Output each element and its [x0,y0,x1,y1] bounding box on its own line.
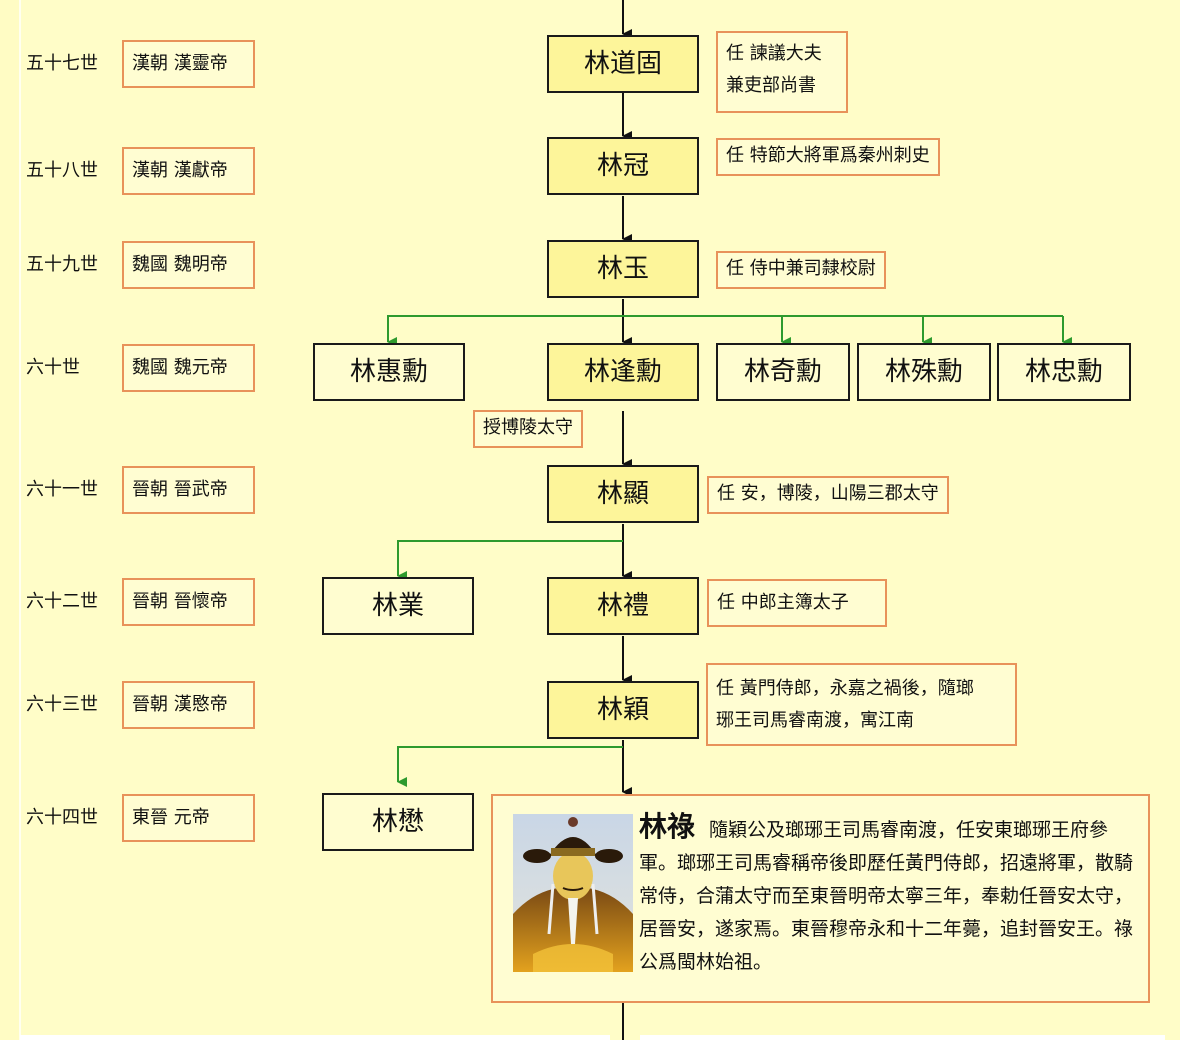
era-label: 晉朝 漢愍帝 [132,694,228,715]
bio-name: 林祿 [639,810,696,843]
generation-label: 六十四世 [26,807,98,828]
person-node-sibling: 林懋 [322,793,474,851]
person-node-sibling: 林忠勳 [997,343,1131,401]
generation-label: 五十九世 [26,254,98,275]
era-label: 魏國 魏明帝 [132,254,228,275]
office-note: 任 黃門侍郎，永嘉之禍後，隨瑯 琊王司馬睿南渡，寓江南 [706,663,1017,746]
generation-label: 六十三世 [26,694,98,715]
bottom-panel-right [640,1035,1165,1040]
bio-card: 林祿隨穎公及瑯琊王司馬睿南渡，任安東瑯琊王府參軍。瑯琊王司馬睿稱帝後即歷任黃門侍… [491,794,1150,1003]
office-note-line: 任 特節大將軍爲秦州刺史 [726,145,930,166]
person-node-main: 林冠 [547,137,699,195]
era-label: 漢朝 漢獻帝 [132,160,228,181]
branch-line-gen64 [397,746,623,787]
office-note: 任 中郎主簿太子 [707,579,887,627]
generation-label: 六十一世 [26,479,98,500]
office-note-line: 任 侍中兼司隸校尉 [726,258,876,279]
office-note-line: 任 中郎主簿太子 [717,592,849,613]
branch-line-gen62 [397,540,623,581]
person-node-sibling: 林惠勳 [313,343,465,401]
office-note-line: 任 諫議大夫 [726,43,822,64]
era-box: 魏國 魏元帝 [122,344,255,392]
era-box: 晉朝 漢愍帝 [122,681,255,729]
office-note-line: 兼吏部尚書 [726,75,816,96]
office-note: 任 侍中兼司隸校尉 [716,251,886,289]
person-node-main: 林道固 [547,35,699,93]
era-box: 晉朝 晉懷帝 [122,578,255,626]
person-node-sibling: 林殊勳 [857,343,991,401]
bio-text-block: 林祿隨穎公及瑯琊王司馬睿南渡，任安東瑯琊王府參軍。瑯琊王司馬睿稱帝後即歷任黃門侍… [639,810,1144,979]
ancestor-portrait-icon [513,814,633,972]
person-node-main: 林禮 [547,577,699,635]
era-label: 魏國 魏元帝 [132,357,228,378]
generation-label: 六十世 [26,357,80,378]
generation-label: 五十七世 [26,53,98,74]
branch-line-gen60 [387,315,1063,342]
person-node-main: 林顯 [547,465,699,523]
generation-label: 五十八世 [26,160,98,181]
era-box: 東晉 元帝 [122,794,255,842]
person-node-main: 林逢勳 [547,343,699,401]
era-label: 晉朝 晉懷帝 [132,591,228,612]
era-box: 漢朝 漢獻帝 [122,147,255,195]
office-note: 任 諫議大夫 兼吏部尚書 [716,31,848,113]
office-note: 任 特節大將軍爲秦州刺史 [716,138,940,176]
bottom-panel-left [20,1035,610,1040]
left-margin [0,0,21,1040]
office-note-line: 授博陵太守 [483,417,573,438]
office-note: 授博陵太守 [473,410,583,448]
era-box: 魏國 魏明帝 [122,241,255,289]
office-note-line: 任 安，博陵，山陽三郡太守 [717,483,939,504]
bio-text: 隨穎公及瑯琊王司馬睿南渡，任安東瑯琊王府參軍。瑯琊王司馬睿稱帝後即歷任黃門侍郎，… [639,819,1134,973]
era-box: 晉朝 晉武帝 [122,466,255,514]
era-label: 漢朝 漢靈帝 [132,53,228,74]
era-label: 晉朝 晉武帝 [132,479,228,500]
era-label: 東晉 元帝 [132,807,210,828]
person-node-sibling: 林奇勳 [716,343,850,401]
office-note: 任 安，博陵，山陽三郡太守 [707,476,949,514]
person-node-main: 林穎 [547,681,699,739]
person-node-main: 林玉 [547,240,699,298]
generation-label: 六十二世 [26,591,98,612]
person-node-sibling: 林業 [322,577,474,635]
office-note-line: 琊王司馬睿南渡，寓江南 [716,710,914,731]
office-note-line: 任 黃門侍郎，永嘉之禍後，隨瑯 [716,678,974,699]
era-box: 漢朝 漢靈帝 [122,40,255,88]
